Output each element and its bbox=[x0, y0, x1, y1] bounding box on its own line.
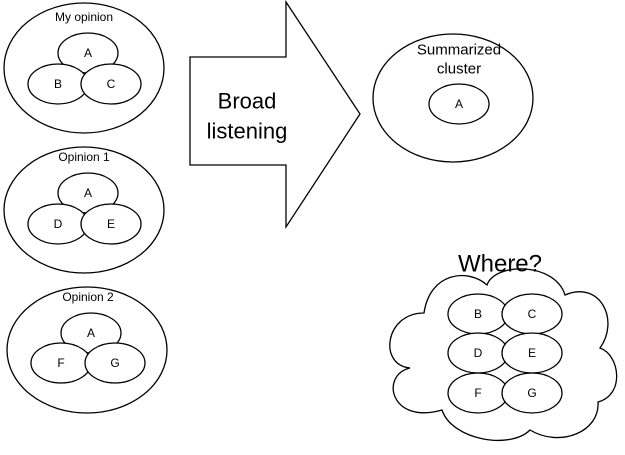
opinion-node bbox=[84, 342, 146, 384]
arrow-shape bbox=[189, 0, 361, 230]
node-label: B bbox=[54, 77, 62, 91]
arrow-label-line1: Broad bbox=[218, 89, 277, 114]
opinion-node bbox=[80, 63, 142, 105]
opinion-group-my-opinion: My opinion A B C bbox=[3, 2, 165, 134]
node-label: B bbox=[474, 307, 482, 321]
node-label: G bbox=[527, 386, 536, 400]
cluster-node bbox=[428, 83, 490, 125]
node-label: E bbox=[528, 346, 536, 360]
node-label: F bbox=[474, 386, 481, 400]
summarized-cluster: Summarized cluster A bbox=[372, 33, 534, 163]
group-title: My opinion bbox=[55, 10, 113, 24]
node-label: G bbox=[110, 356, 119, 370]
node-label: C bbox=[528, 307, 537, 321]
node-label: D bbox=[474, 346, 483, 360]
node-label: A bbox=[84, 186, 92, 200]
arrow-label-line2: listening bbox=[207, 119, 288, 144]
unsummarized-cloud: Where? B C D E F G bbox=[389, 251, 618, 442]
node-label: A bbox=[87, 326, 95, 340]
opinion-node bbox=[80, 203, 142, 245]
cluster-title-line1: Summarized bbox=[417, 42, 501, 59]
group-title: Opinion 1 bbox=[58, 150, 110, 164]
node-label: C bbox=[107, 77, 116, 91]
opinion-group-opinion-2: Opinion 2 A F G bbox=[6, 286, 168, 414]
group-title: Opinion 2 bbox=[62, 290, 114, 304]
node-label: A bbox=[84, 46, 92, 60]
node-label: D bbox=[54, 217, 63, 231]
cluster-title-line2: cluster bbox=[437, 61, 481, 78]
node-label: E bbox=[107, 217, 115, 231]
broad-listening-arrow: Broad listening bbox=[189, 0, 361, 230]
cloud-title: Where? bbox=[458, 251, 542, 278]
opinion-node bbox=[501, 372, 563, 414]
node-label: A bbox=[455, 97, 463, 111]
opinion-group-opinion-1: Opinion 1 A D E bbox=[3, 146, 165, 274]
node-label: F bbox=[57, 356, 64, 370]
